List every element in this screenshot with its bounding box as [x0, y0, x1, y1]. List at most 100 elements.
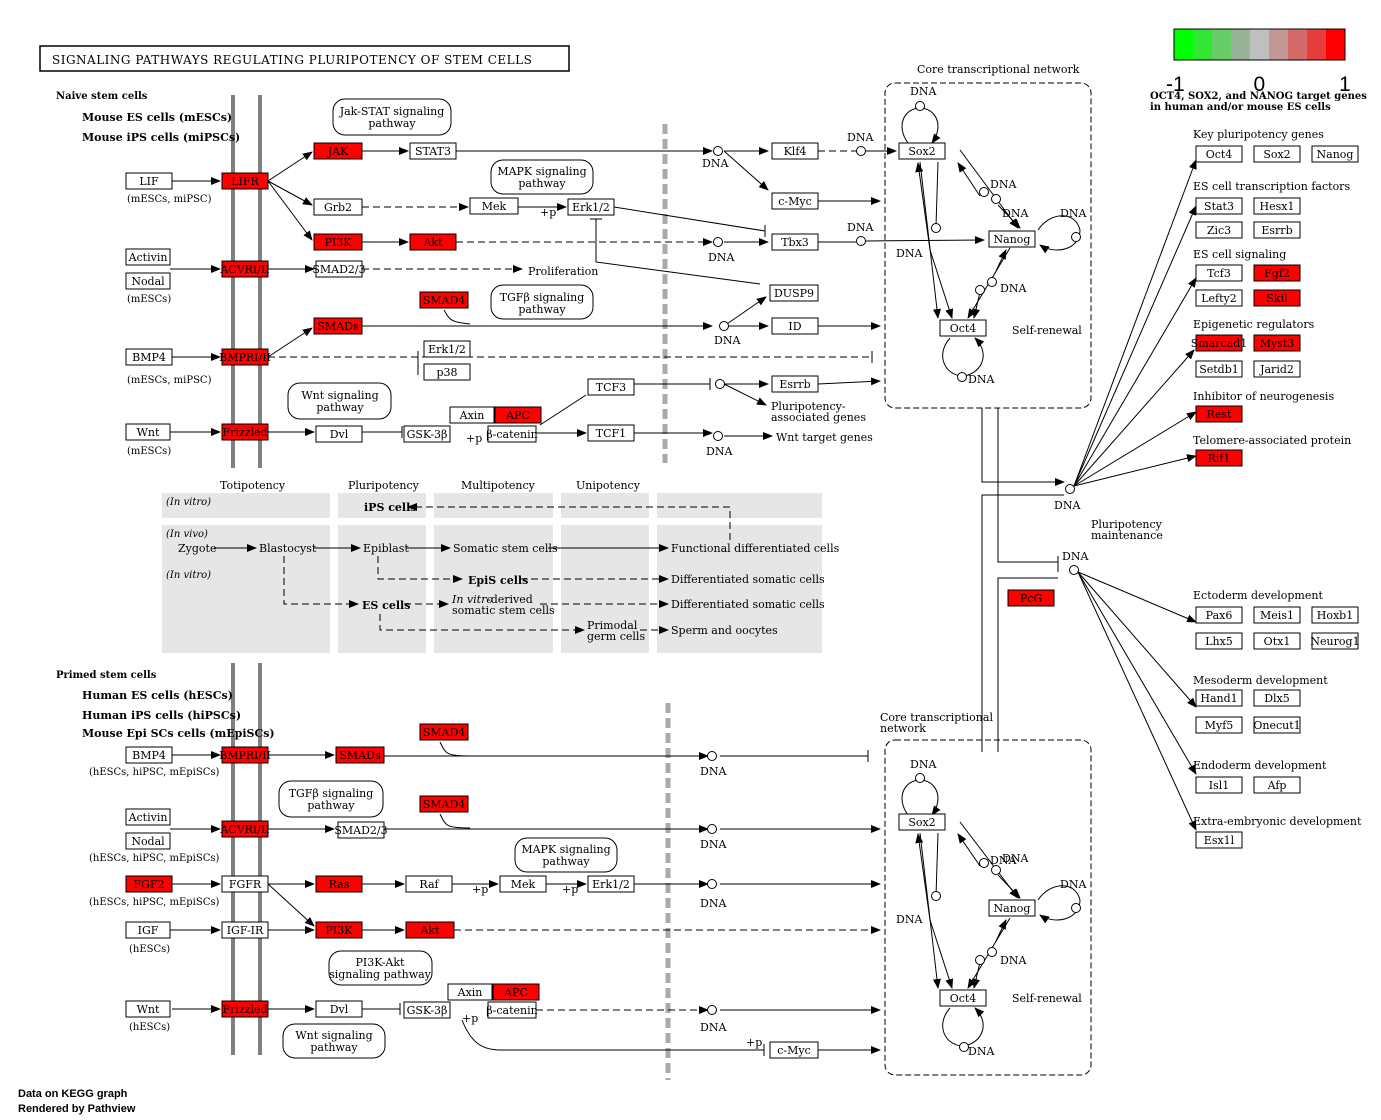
gene-r-myf5[interactable]: Myf5 [1195, 716, 1243, 734]
gene-nanog2[interactable]: Nanog [988, 899, 1036, 917]
gene-r-hand1[interactable]: Hand1 [1195, 689, 1243, 707]
gene-frizzled2[interactable]: Frizzled [221, 1000, 269, 1018]
pathway-link-tgfb-bottom[interactable]: TGFβ signaling pathway [278, 780, 384, 818]
gene-fgf2[interactable]: FGF2 [125, 875, 173, 893]
gene-r-jarid2[interactable]: Jarid2 [1253, 360, 1301, 378]
gene-r-dlx5[interactable]: Dlx5 [1253, 689, 1301, 707]
gene-fgfr[interactable]: FGFR [221, 875, 269, 893]
gene-ras[interactable]: Ras [315, 875, 363, 893]
gene-r-smarcad1[interactable]: Smarcad1 [1191, 334, 1248, 352]
gene-activin1[interactable]: Activin [125, 248, 171, 266]
gene-r-fgf2[interactable]: Fgf2 [1253, 264, 1301, 282]
gene-bmpr1[interactable]: BMPRI/II [219, 348, 271, 366]
gene-bmp4a[interactable]: BMP4 [125, 348, 173, 366]
gene-r-nanog[interactable]: Nanog [1311, 145, 1359, 163]
gene-sox2b[interactable]: Sox2 [898, 813, 946, 831]
gene-jak[interactable]: JAK [313, 142, 363, 160]
gene-tcf1[interactable]: TCF1 [587, 424, 635, 442]
gene-r-hesx1[interactable]: Hesx1 [1253, 197, 1301, 215]
gene-dvl1[interactable]: Dvl [315, 425, 363, 443]
gene-cmyc1[interactable]: c-Myc [771, 192, 819, 210]
gene-pcg[interactable]: PcG [1007, 589, 1055, 607]
gene-p38[interactable]: p38 [423, 363, 471, 381]
gene-mek1[interactable]: Mek [469, 197, 519, 215]
gene-smads2[interactable]: SMADs [335, 746, 385, 764]
gene-bcat1[interactable]: β-catenin [486, 425, 538, 443]
gene-r-tcf3[interactable]: Tcf3 [1195, 264, 1243, 282]
gene-r-otx1[interactable]: Otx1 [1253, 632, 1301, 650]
gene-erk1[interactable]: Erk1/2 [567, 198, 615, 216]
gene-smad23b[interactable]: SMAD2/3 [334, 821, 388, 839]
gene-apc2[interactable]: APC [492, 983, 540, 1001]
gene-tcf3[interactable]: TCF3 [587, 378, 635, 396]
gene-r-hoxb1[interactable]: Hoxb1 [1311, 606, 1359, 624]
gene-raf[interactable]: Raf [405, 875, 453, 893]
gene-lif[interactable]: LIF [125, 172, 173, 190]
pathway-link-pi3k-akt[interactable]: PI3K-Akt signaling pathway [328, 950, 433, 986]
gene-gsk1[interactable]: GSK-3β [403, 425, 451, 443]
gene-axin2[interactable]: Axin [447, 983, 493, 1001]
gene-frizzled1[interactable]: Frizzled [221, 423, 269, 441]
gene-axin1[interactable]: Axin [449, 406, 495, 424]
gene-acvr2[interactable]: ACVRI/II [219, 820, 270, 838]
gene-bmp4b[interactable]: BMP4 [125, 746, 173, 764]
gene-cmyc2[interactable]: c-Myc [769, 1041, 819, 1059]
gene-akt2[interactable]: Akt [405, 921, 455, 939]
gene-wnt1[interactable]: Wnt [125, 423, 171, 441]
gene-bcat2[interactable]: β-catenin [486, 1001, 538, 1019]
gene-erk12b[interactable]: Erk1/2 [423, 340, 471, 358]
pathway-link-mapk-top[interactable]: MAPK signaling pathway [490, 159, 594, 195]
gene-nodal2[interactable]: Nodal [125, 832, 171, 850]
gene-activin2[interactable]: Activin [125, 808, 171, 826]
pathway-link-jakstat[interactable]: Jak-STAT signaling pathway [332, 98, 452, 136]
pathway-link-mapk-bottom[interactable]: MAPK signaling pathway [514, 837, 618, 873]
gene-pi3k2[interactable]: PI3K [315, 921, 363, 939]
gene-igf[interactable]: IGF [125, 921, 171, 939]
gene-r-esrrb[interactable]: Esrrb [1253, 221, 1301, 239]
gene-r-rest[interactable]: Rest [1195, 405, 1243, 423]
gene-r-afp[interactable]: Afp [1253, 776, 1301, 794]
gene-nodal1[interactable]: Nodal [125, 272, 171, 290]
gene-esrrb1[interactable]: Esrrb [771, 375, 819, 393]
gene-r-onecut1[interactable]: Onecut1 [1253, 716, 1301, 734]
gene-oct4a[interactable]: Oct4 [939, 319, 987, 337]
gene-r-rif1[interactable]: Rif1 [1195, 449, 1243, 467]
gene-acvr1[interactable]: ACVRI/II [219, 260, 270, 278]
gene-r-myst3[interactable]: Myst3 [1253, 334, 1301, 352]
gene-r-meis1[interactable]: Meis1 [1253, 606, 1301, 624]
gene-lifr[interactable]: LIFR [221, 172, 269, 190]
gene-wnt2[interactable]: Wnt [125, 1000, 171, 1018]
pathway-link-wnt-bottom[interactable]: Wnt signaling pathway [282, 1023, 386, 1059]
gene-r-lhx5[interactable]: Lhx5 [1195, 632, 1243, 650]
gene-r-setdb1[interactable]: Setdb1 [1195, 360, 1243, 378]
gene-apc1[interactable]: APC [494, 406, 542, 424]
pathway-link-tgfb-top[interactable]: TGFβ signaling pathway [490, 284, 594, 320]
gene-r-stat3[interactable]: Stat3 [1195, 197, 1243, 215]
gene-gsk2[interactable]: GSK-3β [403, 1001, 451, 1019]
gene-tbx3[interactable]: Tbx3 [771, 233, 819, 251]
gene-nanog1[interactable]: Nanog [988, 230, 1036, 248]
gene-r-skil[interactable]: Skil [1253, 289, 1301, 307]
gene-smads1[interactable]: SMADs [313, 317, 363, 335]
gene-pi3k1[interactable]: PI3K [313, 233, 363, 251]
gene-igfir[interactable]: IGF-IR [221, 921, 269, 939]
gene-dvl2[interactable]: Dvl [315, 1000, 363, 1018]
gene-r-zic3[interactable]: Zic3 [1195, 221, 1243, 239]
gene-id[interactable]: ID [771, 317, 819, 335]
gene-grb2[interactable]: Grb2 [313, 198, 363, 216]
pathway-link-wnt-top[interactable]: Wnt signaling pathway [287, 382, 392, 420]
gene-oct4b[interactable]: Oct4 [939, 989, 987, 1007]
gene-dusp9[interactable]: DUSP9 [769, 284, 819, 302]
gene-mek2[interactable]: Mek [499, 875, 547, 893]
gene-klf4[interactable]: Klf4 [771, 142, 819, 160]
gene-r-lefty2[interactable]: Lefty2 [1195, 289, 1243, 307]
gene-akt1[interactable]: Akt [409, 233, 457, 251]
gene-smad23a[interactable]: SMAD2/3 [312, 260, 366, 278]
gene-r-pax6[interactable]: Pax6 [1195, 606, 1243, 624]
gene-smad4a[interactable]: SMAD4 [419, 291, 469, 309]
gene-smad4c[interactable]: SMAD4 [419, 795, 469, 813]
gene-bmpr2[interactable]: BMPRI/II [219, 746, 271, 764]
gene-r-sox2[interactable]: Sox2 [1253, 145, 1301, 163]
gene-r-esx1[interactable]: Esx1l [1195, 831, 1243, 849]
gene-r-isl1[interactable]: Isl1 [1195, 776, 1243, 794]
